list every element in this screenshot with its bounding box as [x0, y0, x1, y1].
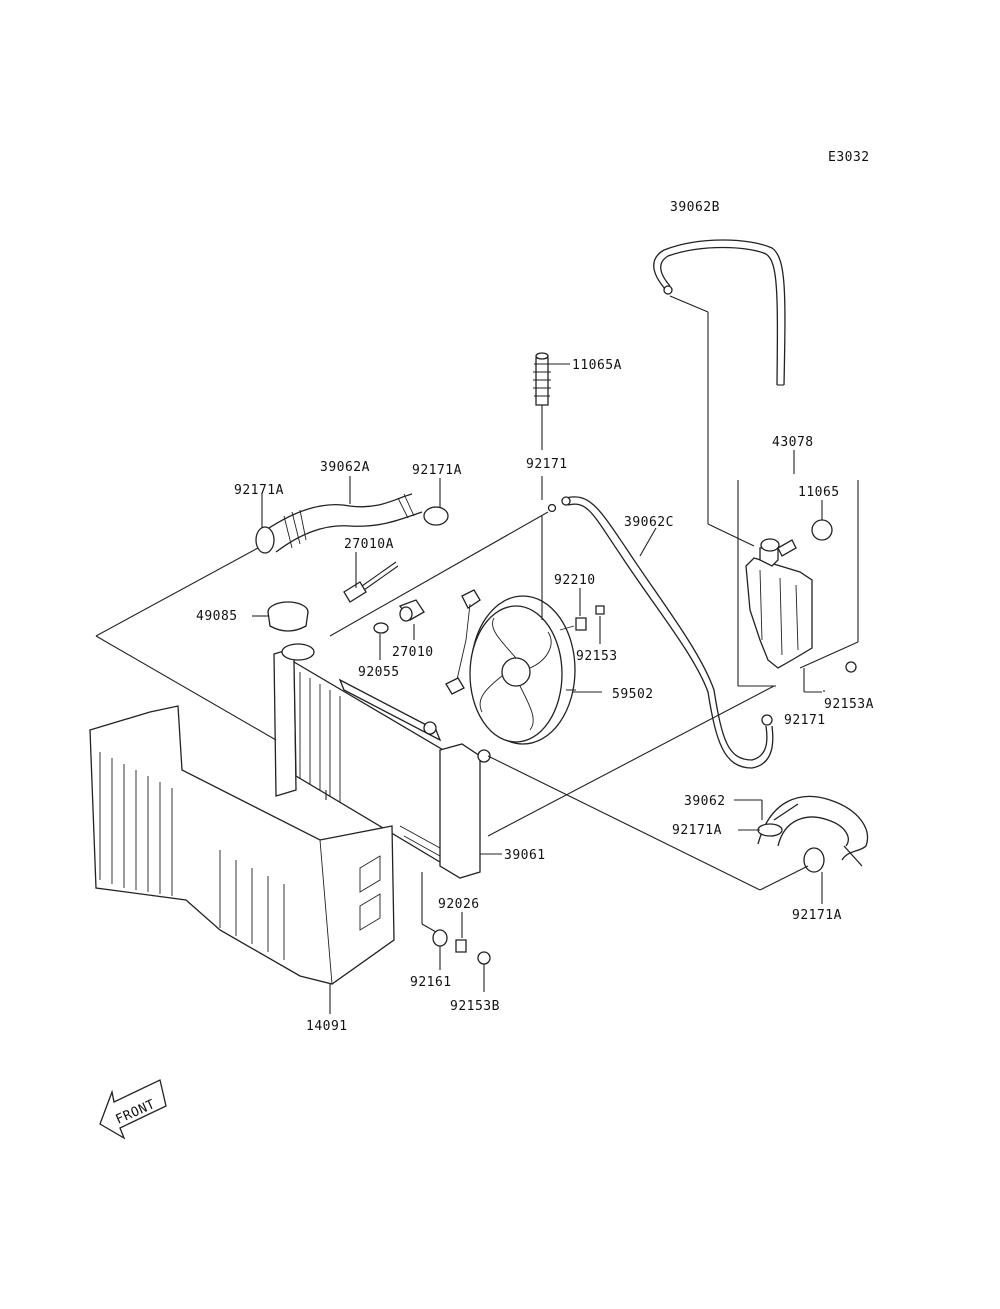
label-39062A: 39062A	[320, 460, 370, 475]
overflow-hose-39062C	[561, 496, 774, 769]
boot-11065A	[533, 352, 551, 406]
washer-92210	[575, 617, 587, 631]
label-92153: 92153	[576, 649, 618, 664]
bolt-92153	[595, 605, 605, 615]
label-39062B: 39062B	[670, 200, 720, 215]
label-92161: 92161	[410, 975, 452, 990]
label-92055: 92055	[358, 665, 400, 680]
bolt-92153B	[477, 951, 491, 965]
label-92171A-right: 92171A	[672, 823, 722, 838]
label-92153A: 92153A	[824, 697, 874, 712]
reservoir-tank-43078	[737, 480, 859, 693]
lower-hose-39062	[757, 795, 868, 873]
reservoir-hose-39062B	[653, 239, 786, 386]
label-92153B: 92153B	[450, 999, 500, 1014]
label-92171-right: 92171	[784, 713, 826, 728]
label-39062C: 39062C	[624, 515, 674, 530]
label-39062: 39062	[684, 794, 726, 809]
upper-hose-39062A	[255, 493, 449, 554]
label-92026: 92026	[438, 897, 480, 912]
leader-lines	[252, 363, 825, 1014]
leader-construction-lines	[95, 295, 809, 891]
label-92171A-bottom: 92171A	[792, 908, 842, 923]
label-92171A-left: 92171A	[234, 483, 284, 498]
label-27010A: 27010A	[344, 537, 394, 552]
clamp-92171	[547, 503, 557, 513]
radiator-cap-49085	[267, 601, 309, 632]
label-92210: 92210	[554, 573, 596, 588]
front-arrow: FRONT	[99, 1079, 167, 1140]
label-11065A: 11065A	[572, 358, 622, 373]
fan-assembly-59502	[445, 589, 576, 745]
grommet-92161	[432, 929, 448, 947]
label-39061: 39061	[504, 848, 546, 863]
label-11065: 11065	[798, 485, 840, 500]
thermo-switch-27010A	[343, 561, 399, 603]
diagram-code: E3032	[828, 150, 870, 165]
o-ring-92055	[373, 622, 389, 634]
radiator-shroud-14091	[89, 705, 395, 985]
fan-switch-27010	[398, 599, 425, 622]
label-59502: 59502	[612, 687, 654, 702]
radiator-39061	[273, 643, 491, 879]
label-14091: 14091	[306, 1019, 348, 1034]
label-92171-top: 92171	[526, 457, 568, 472]
label-49085: 49085	[196, 609, 238, 624]
label-43078: 43078	[772, 435, 814, 450]
label-92171A-mid: 92171A	[412, 463, 462, 478]
collar-92026	[455, 939, 467, 953]
label-27010: 27010	[392, 645, 434, 660]
